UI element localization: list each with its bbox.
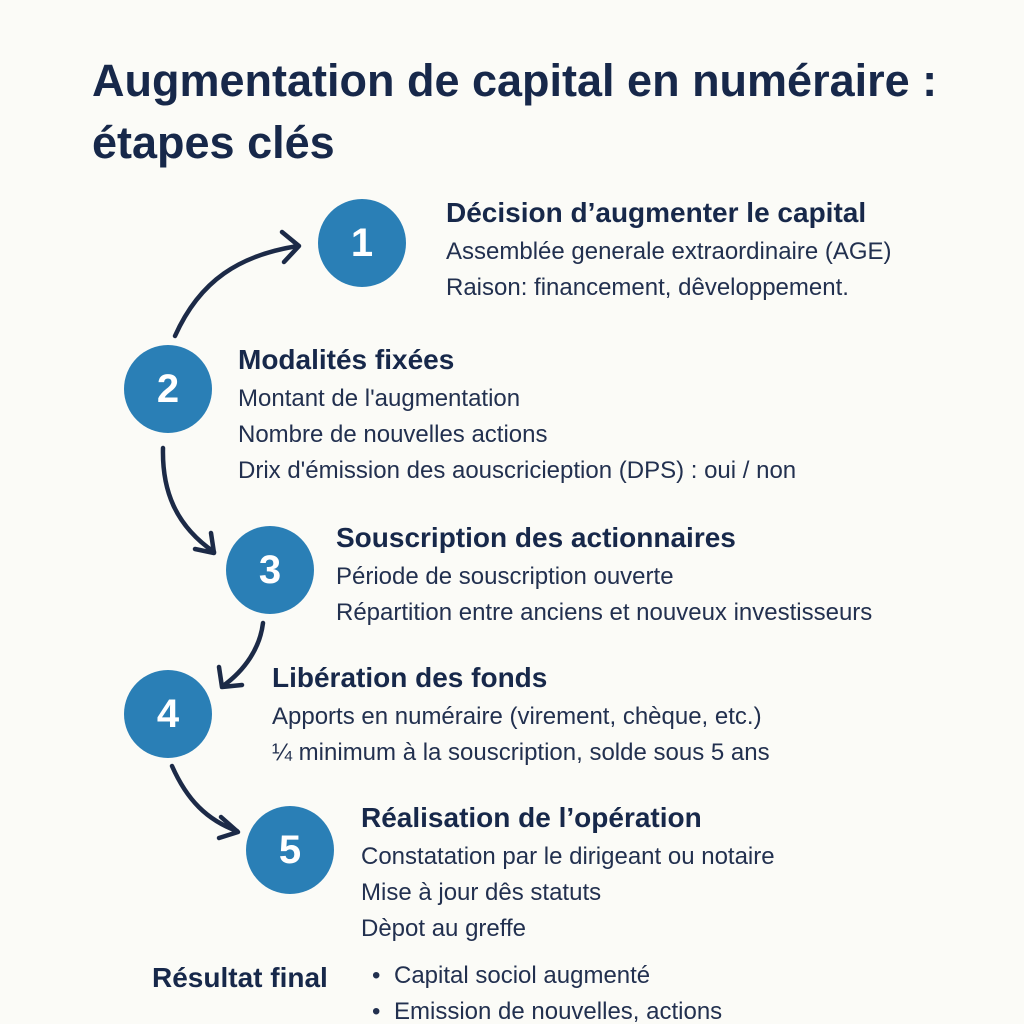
step-5-number-circle: 5 [246,806,334,894]
step-1-line-1: Assemblée generale extraordinaire (AGE) [446,238,892,265]
step-4-line-1: Apports en numéraire (virement, chèque, … [272,703,762,730]
step-4-number-circle: 4 [124,670,212,758]
step-4-title: Libération des fonds [272,662,548,693]
step-5-line-2: Mise à jour dês statuts [361,879,602,906]
step-1-line-2: Raison: financement, dêveloppement. [446,274,849,301]
page-title: Augmentation de capital en numéraire : é… [92,55,938,168]
step-2-line-1: Montant de l'augmentation [238,385,521,412]
step-2-number-circle: 2 [124,345,212,433]
step-3-title: Souscription des actionnaires [336,522,736,553]
step-3: Souscription des actionnaires Période de… [336,521,872,631]
step-5-line-1: Constatation par le dirigeant ou notaire [361,843,775,870]
step-4-line-2: ¼ minimum à la souscription, solde sous … [272,739,770,766]
final-result-item-2: Emission de nouvelles, actions [372,994,722,1024]
final-result-item-1: Capital sociol augmenté [372,958,722,994]
step-3-line-1: Période de souscription ouverte [336,563,674,590]
final-result-list: Capital sociol augmenté Emission de nouv… [372,958,722,1024]
step-2-line-3: Drix d'émission des aouscricieption (DPS… [238,457,797,484]
step-1: Décision d’augmenter le capital Assemblé… [446,196,892,306]
arrow-3-to-4 [216,620,266,690]
step-3-number-circle: 3 [226,526,314,614]
step-2-line-2: Nombre de nouvelles actions [238,421,548,448]
step-5-line-3: Dèpot au greffe [361,915,527,942]
arrow-4-to-5 [169,763,241,841]
final-result-label: Résultat final [152,962,328,993]
step-5: Réalisation de l’opération Constatation … [361,801,775,947]
step-3-line-2: Répartition entre anciens et nouveux inv… [336,599,873,626]
arrow-2-to-3 [160,445,217,556]
step-2: Modalités fixées Montant de l'augmentati… [238,343,796,489]
step-1-title: Décision d’augmenter le capital [446,197,867,228]
final-result: Résultat final Capital sociol augmenté E… [152,958,1012,1024]
step-2-title: Modalités fixées [238,344,455,375]
arrow-2-to-1 [172,229,302,339]
step-5-title: Réalisation de l’opération [361,802,702,833]
step-1-number-circle: 1 [318,199,406,287]
step-4: Libération des fonds Apports en numérair… [272,661,770,771]
